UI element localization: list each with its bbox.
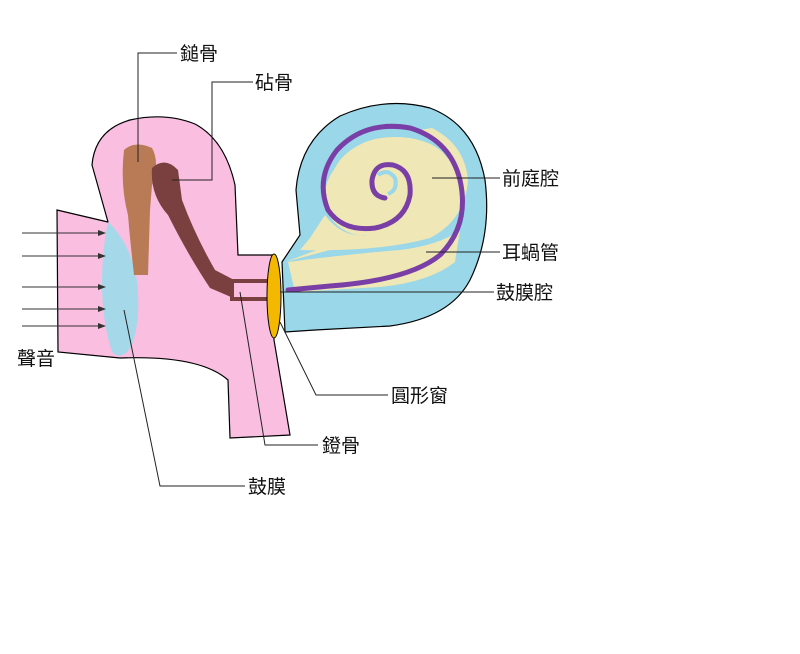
leader-round-window	[279, 321, 388, 396]
label-tympanic-canal: 鼓膜腔	[496, 282, 553, 304]
sound-arrow-head	[98, 230, 106, 236]
cochlea-spiral-core	[324, 146, 443, 236]
leader-stapes	[239, 291, 318, 446]
ear-tissue	[56, 116, 291, 439]
label-malleus: 鎚骨	[180, 43, 218, 65]
malleus-bone	[122, 144, 156, 275]
cochlea-spiral-blue-eye	[376, 170, 398, 196]
label-eardrum: 鼓膜	[248, 476, 286, 498]
sound-arrows	[22, 230, 106, 329]
label-round-window: 圓形窗	[391, 385, 448, 407]
sound-arrow-head	[98, 253, 106, 259]
sound-arrow-head	[98, 284, 106, 290]
oval-window	[266, 253, 282, 339]
sound-arrow-head	[98, 323, 106, 329]
stapes-bone	[230, 279, 274, 301]
label-cochlear-duct: 耳蝸管	[502, 242, 559, 264]
cochlea-spiral-line	[285, 123, 465, 293]
cochlea-inner-lower	[288, 230, 460, 292]
label-sound: 聲音	[17, 348, 55, 370]
leader-lines	[123, 52, 500, 487]
label-vestibule: 前庭腔	[502, 168, 559, 190]
label-incus: 砧骨	[255, 72, 293, 94]
leader-eardrum	[123, 309, 245, 487]
leader-malleus	[137, 52, 177, 162]
sound-arrow-head	[98, 306, 106, 312]
eardrum-membrane	[102, 222, 139, 356]
leader-incus	[172, 81, 253, 181]
label-stapes: 鐙骨	[322, 435, 360, 457]
